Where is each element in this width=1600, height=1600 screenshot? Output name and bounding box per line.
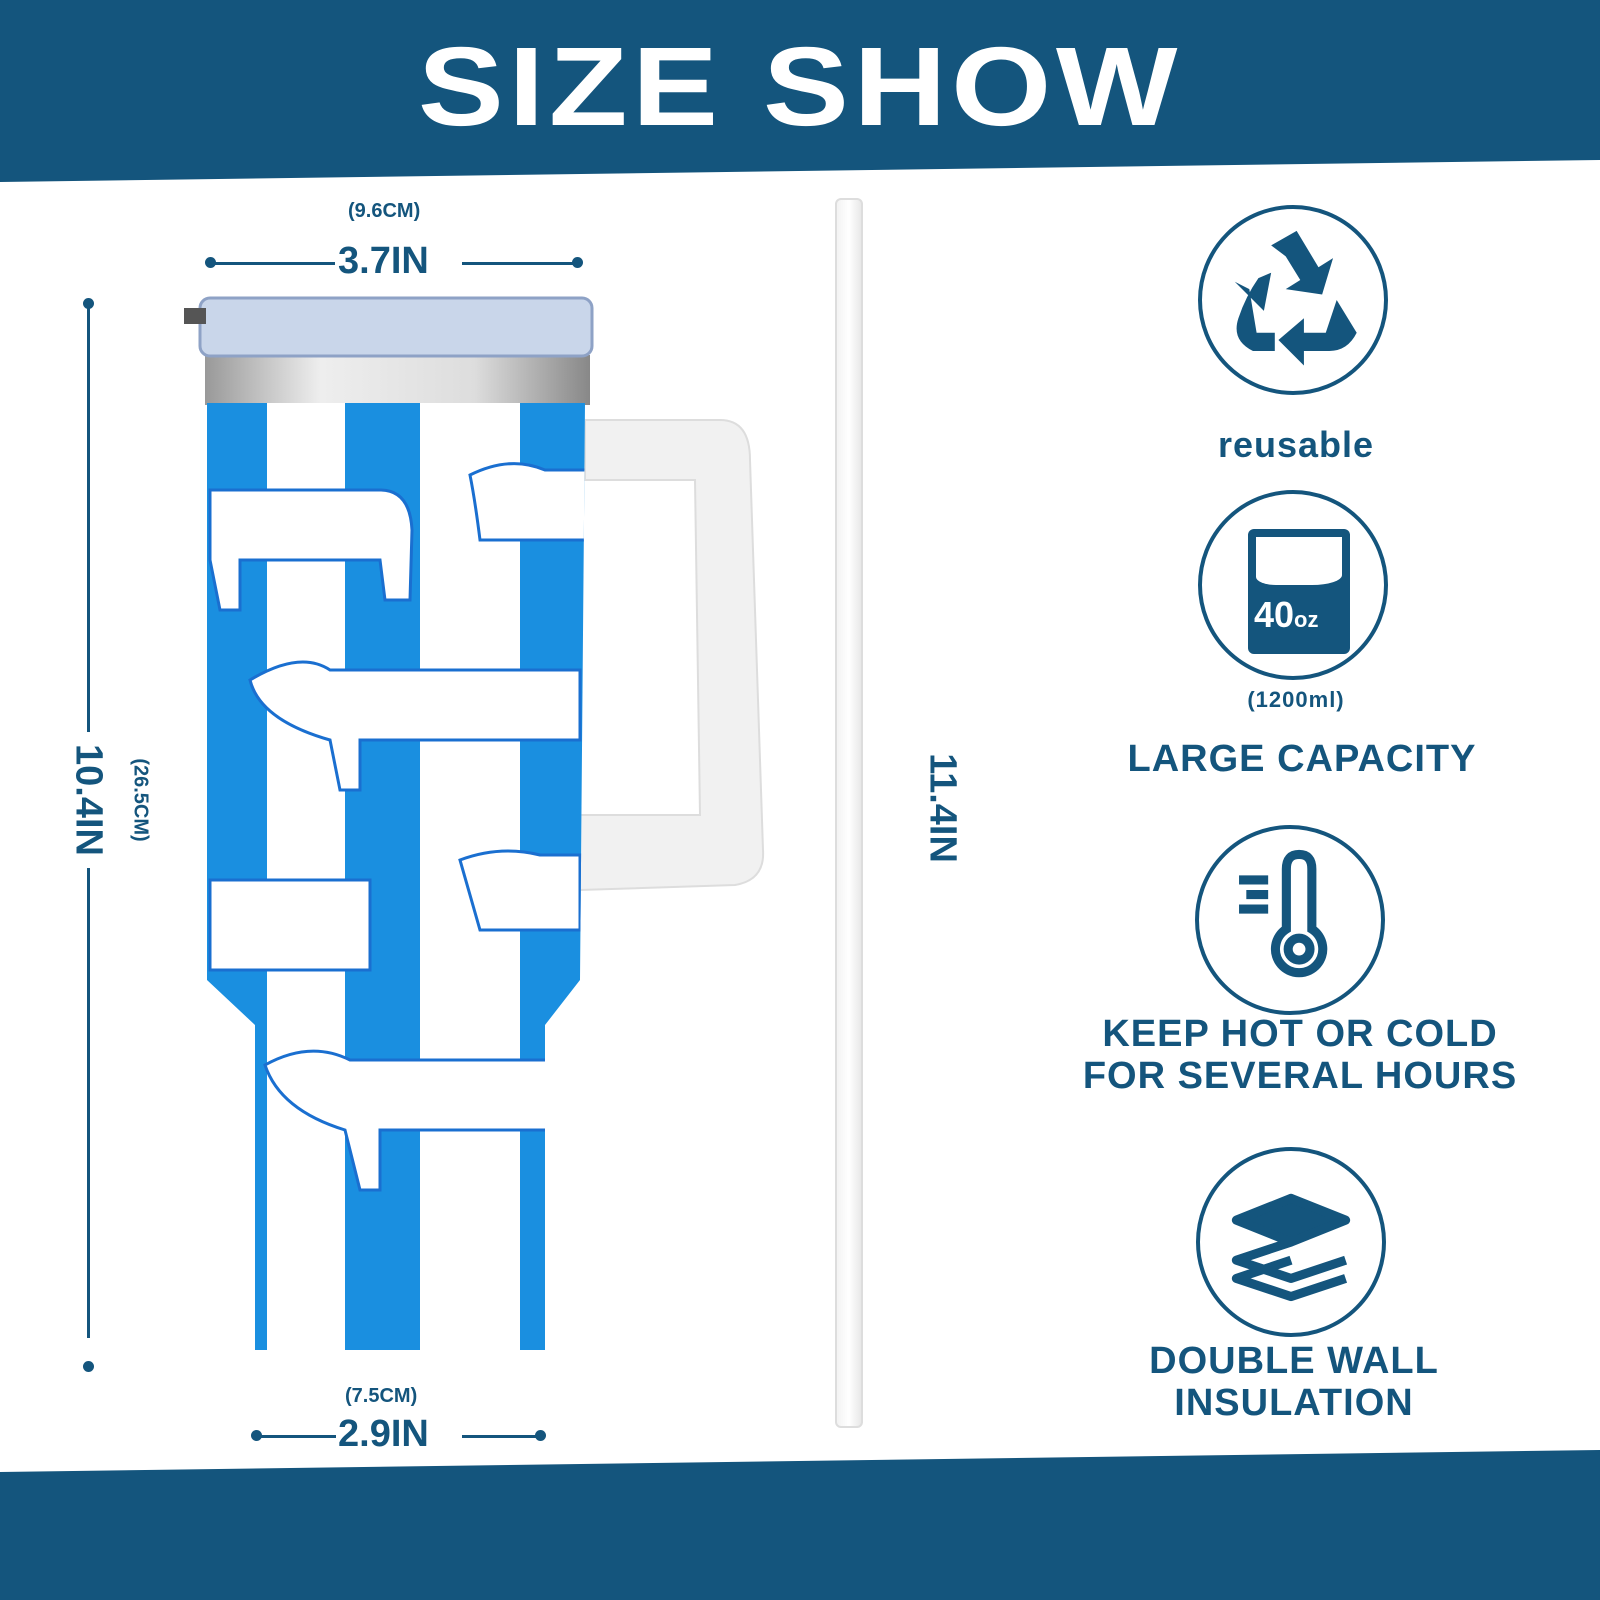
straw-length: 11.4IN (921, 753, 964, 863)
tumbler-lid (198, 296, 594, 358)
footer-banner (0, 1450, 1600, 1600)
dim-dot (535, 1430, 546, 1441)
recycle-icon (1198, 205, 1388, 395)
cup-capacity-icon: 40oz (1198, 490, 1388, 680)
steel-band (205, 355, 590, 405)
page-title: SIZE SHOW (417, 24, 1183, 149)
straw-image (835, 198, 863, 1428)
feature-line-double-wall: DOUBLE WALL (1149, 1340, 1439, 1382)
tumbler-handle (579, 419, 765, 892)
top-width-cm: (9.6CM) (348, 200, 421, 222)
feature-line-several-hours: FOR SEVERAL HOURS (1082, 1055, 1518, 1097)
capacity-label: 40oz (1254, 594, 1319, 636)
layers-icon (1196, 1147, 1386, 1337)
bottom-width-cm: (7.5CM) (345, 1385, 418, 1407)
height-cm: (26.5CM) (129, 758, 152, 842)
dim-line (462, 262, 574, 265)
capacity-ml: (1200ml) (1247, 687, 1345, 712)
header-banner (0, 0, 1600, 182)
feature-line-insulation: INSULATION (1174, 1382, 1414, 1424)
bottom-width-in: 2.9IN (338, 1413, 429, 1455)
cup-empty-area (1256, 537, 1342, 585)
capacity-number: 40 (1254, 594, 1295, 635)
feature-label-reusable: reusable (1217, 424, 1375, 465)
dim-dot (83, 1361, 94, 1372)
height-in: 10.4IN (66, 732, 110, 868)
dim-line (462, 1435, 537, 1438)
feature-label-capacity: LARGE CAPACITY (1127, 738, 1477, 780)
dim-line (210, 262, 335, 265)
tumbler-image (184, 296, 765, 1350)
thermometer-icon (1195, 825, 1385, 1015)
capacity-unit: oz (1294, 607, 1319, 632)
dim-line (256, 1435, 336, 1438)
dim-dot (572, 257, 583, 268)
feature-line-keep-hot: KEEP HOT OR COLD (1102, 1013, 1498, 1055)
top-width-in: 3.7IN (338, 240, 429, 282)
